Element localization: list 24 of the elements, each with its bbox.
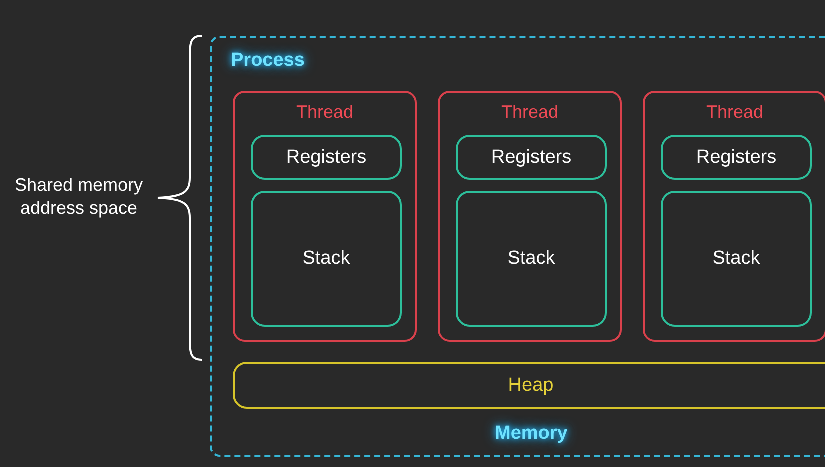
stack-box (456, 191, 607, 327)
registers-label: Registers (285, 146, 368, 168)
registers-box (661, 135, 812, 180)
thread-box (438, 91, 622, 342)
registers-label: Registers (695, 146, 778, 168)
registers-box (456, 135, 607, 180)
stack-box (661, 191, 812, 327)
thread-title: Thread (500, 102, 560, 123)
thread-title: Thread (295, 102, 355, 123)
thread-box (233, 91, 417, 342)
thread-box (643, 91, 825, 342)
stack-label: Stack (712, 248, 762, 270)
registers-label: Registers (490, 146, 573, 168)
memory-label: Memory (495, 423, 568, 445)
heap-label: Heap (507, 374, 555, 396)
stack-box (251, 191, 402, 327)
heap-box (233, 362, 825, 409)
thread-title: Thread (705, 102, 765, 123)
stack-label: Stack (506, 248, 556, 270)
process-title: Process (231, 50, 305, 72)
stack-label: Stack (302, 248, 352, 270)
registers-box (251, 135, 402, 180)
process-container (210, 36, 825, 457)
brace-label: Shared memory address space (14, 174, 144, 220)
